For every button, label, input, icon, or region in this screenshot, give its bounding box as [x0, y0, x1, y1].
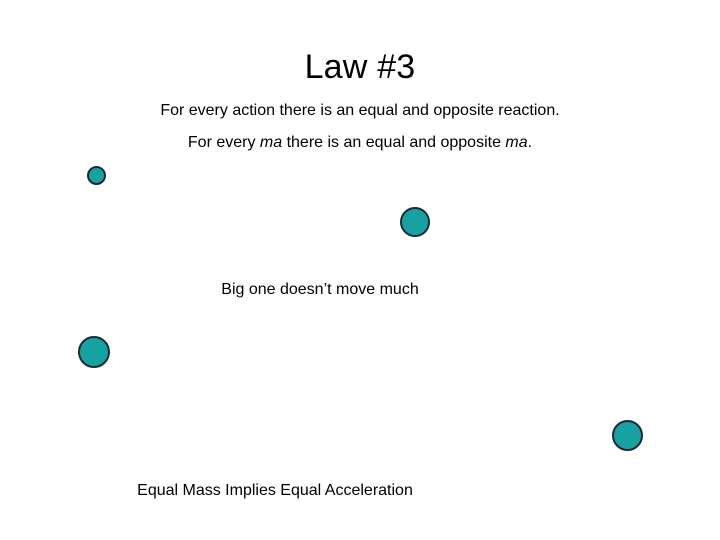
body-text-fragment: . — [527, 134, 533, 151]
body-line-ma-equivalence: For every ma there is an equal and oppos… — [0, 132, 720, 154]
page-title: Law #3 — [304, 48, 416, 86]
mass-circle-small-mass-top-left — [87, 166, 106, 185]
mass-circle-mass-upper-right — [400, 207, 430, 237]
body-text-fragment: there is an equal and opposite — [282, 134, 506, 151]
body-line-action-reaction: For every action there is an equal and o… — [160, 102, 560, 119]
mass-circle-mass-lower-right — [612, 420, 643, 451]
italic-term-ma-first: ma — [259, 134, 283, 151]
caption-big-one: Big one doesn’t move much — [221, 281, 419, 298]
caption-equal-mass: Equal Mass Implies Equal Acceleration — [137, 482, 413, 499]
mass-circle-mass-mid-left — [78, 336, 110, 368]
body-text-fragment: For every — [187, 134, 260, 151]
italic-term-ma-second: ma — [505, 134, 528, 151]
